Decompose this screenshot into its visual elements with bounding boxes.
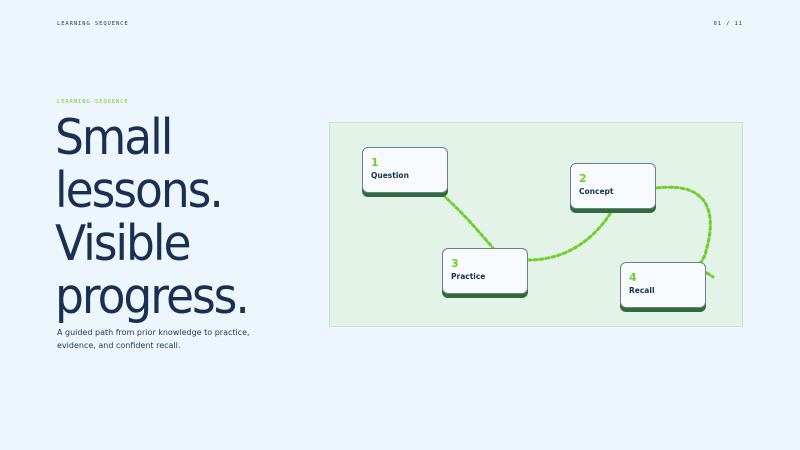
connector-recall-tail <box>705 271 715 279</box>
connector-concept-recall <box>655 185 712 267</box>
headline-line: progress. <box>55 268 250 325</box>
sequence-diagram: 1 Question 2 Concept 3 Practice 4 Recall <box>329 122 743 327</box>
step-label: Concept <box>579 187 614 196</box>
step-number: 3 <box>451 257 459 270</box>
eyebrow-label: LEARNING SEQUENCE <box>57 99 129 105</box>
connector-lines <box>441 185 715 279</box>
headline-line: lessons. <box>55 162 224 219</box>
step-number: 2 <box>579 172 587 185</box>
headline-line: Small <box>55 109 173 166</box>
step-number: 4 <box>629 271 637 284</box>
page-counter: 01 / 11 <box>713 21 743 27</box>
connector-question-practice <box>441 193 495 250</box>
section-label: LEARNING SEQUENCE <box>57 21 129 27</box>
step-card-question[interactable]: 1 Question <box>362 147 448 193</box>
headline: Small lessons. Visible progress. <box>55 111 306 323</box>
step-number: 1 <box>371 156 379 169</box>
headline-line: Visible <box>55 215 192 272</box>
step-label: Recall <box>629 286 655 295</box>
step-card-concept[interactable]: 2 Concept <box>570 163 656 209</box>
description: A guided path from prior knowledge to pr… <box>57 328 250 350</box>
step-card-recall[interactable]: 4 Recall <box>620 262 706 308</box>
step-label: Practice <box>451 272 486 281</box>
step-card-practice[interactable]: 3 Practice <box>442 248 528 294</box>
connector-practice-concept <box>526 212 612 262</box>
step-label: Question <box>371 171 409 180</box>
